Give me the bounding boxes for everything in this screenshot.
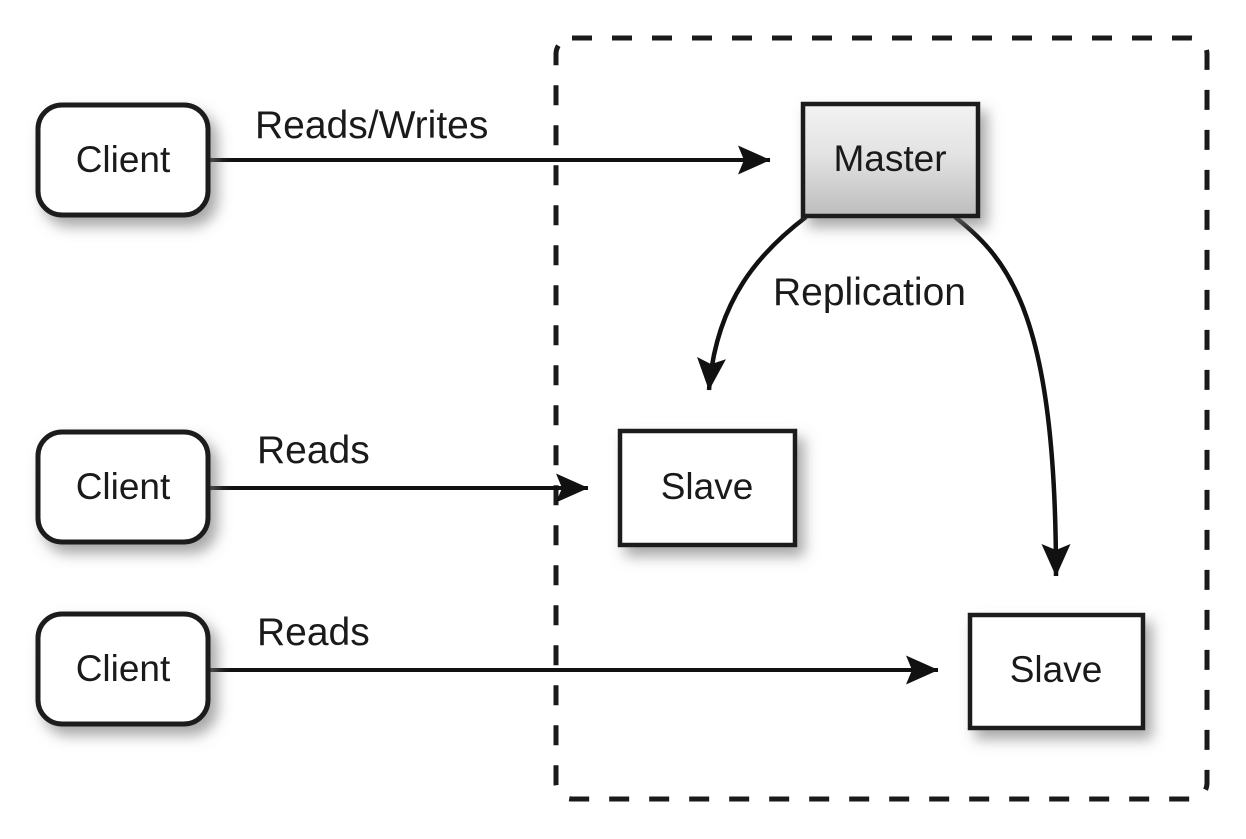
client-1-box[interactable] (35, 102, 211, 218)
slave-2-box[interactable] (967, 612, 1146, 731)
node-client-3[interactable]: Client (35, 611, 211, 727)
master-box[interactable] (800, 101, 981, 219)
node-slave-2[interactable]: Slave (967, 612, 1146, 731)
node-master[interactable]: Master (800, 101, 981, 219)
client-3-label: Client (76, 648, 171, 689)
edge-label-reads-slave2: Reads (257, 611, 370, 654)
edge-master-slave2-curve (953, 215, 1071, 577)
edge-master-slave1-curve (697, 215, 808, 391)
edge-label-replication: Replication (773, 271, 966, 314)
node-client-1[interactable]: Client (35, 102, 211, 218)
slave-1-box[interactable] (617, 428, 798, 548)
edge-label-reads-writes: Reads/Writes (255, 104, 488, 147)
client-2-label: Client (76, 466, 171, 507)
slave-2-label: Slave (1010, 649, 1103, 690)
database-cluster-boundary (553, 35, 1210, 802)
master-label: Master (833, 138, 946, 179)
node-client-2[interactable]: Client (35, 429, 211, 545)
node-slave-1[interactable]: Slave (617, 428, 798, 548)
client-1-label: Client (76, 139, 171, 180)
edge-label-reads-slave1: Reads (257, 429, 370, 472)
client-3-box[interactable] (35, 611, 211, 727)
client-2-box[interactable] (35, 429, 211, 545)
slave-1-label: Slave (661, 466, 754, 507)
